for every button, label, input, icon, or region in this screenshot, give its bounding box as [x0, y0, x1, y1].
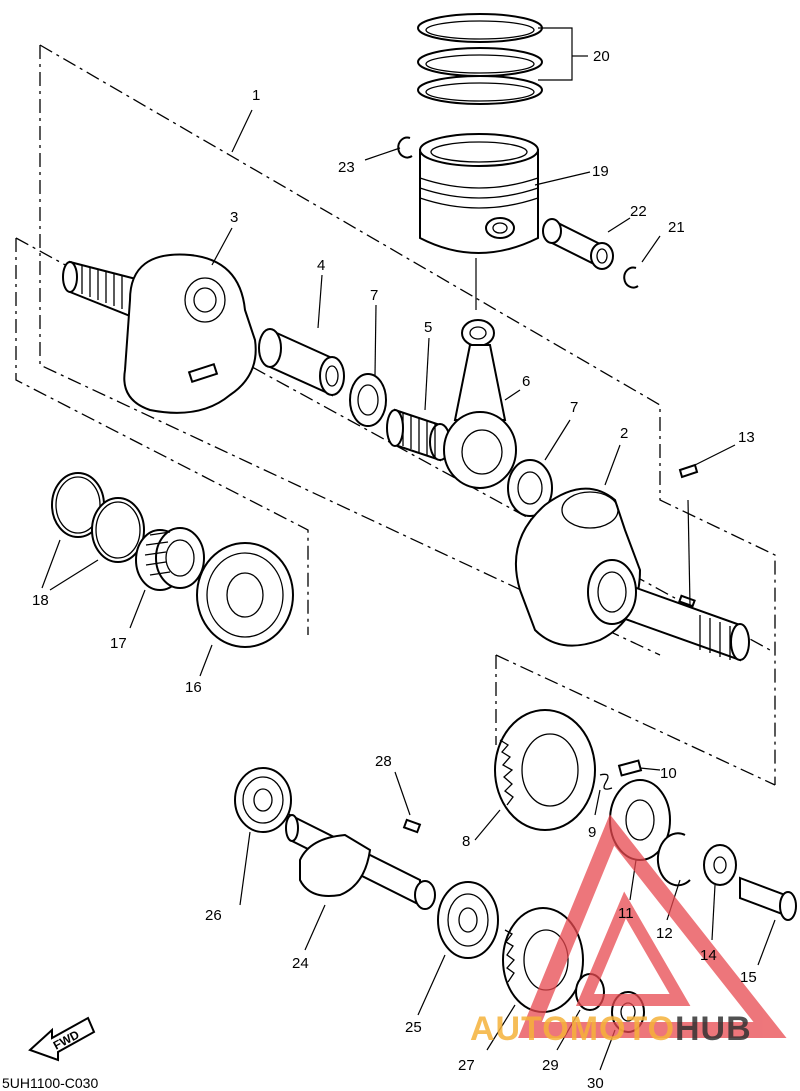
part-label: 16 [185, 679, 202, 696]
watermark-text-part1: AUTOMOTO [470, 1010, 675, 1048]
part-label: 25 [405, 1019, 422, 1036]
piston-rings [417, 13, 543, 105]
part-label: 20 [593, 48, 610, 65]
part-label: 29 [542, 1057, 559, 1074]
crank-pin [258, 328, 345, 397]
watermark-logo [518, 814, 787, 1038]
part-label: 6 [522, 373, 530, 390]
thrust-washer-right [507, 459, 553, 517]
balancer-bearing-left [234, 767, 292, 833]
washer-14 [703, 844, 737, 886]
part-label: 10 [660, 765, 677, 782]
part-label: 30 [587, 1075, 604, 1091]
part-label: 2 [620, 425, 628, 442]
part-label: 14 [700, 947, 717, 964]
balancer-key [402, 818, 422, 834]
part-label: 17 [110, 635, 127, 652]
part-label: 22 [630, 203, 647, 220]
timing-sprocket-plate [494, 709, 596, 831]
connecting-rod [443, 319, 517, 489]
crank-bearing [196, 542, 294, 648]
part-label: 11 [618, 905, 634, 922]
oil-seal [135, 527, 205, 591]
part-label: 1 [252, 87, 260, 104]
bolt [739, 876, 797, 921]
watermark-triangle-outer [518, 814, 787, 1038]
part-label: 7 [370, 287, 378, 304]
crankshaft-right-half [514, 487, 750, 662]
part-label: 27 [458, 1057, 475, 1074]
needle-bearing [386, 408, 451, 462]
part-label: 13 [738, 429, 755, 446]
part-label: 9 [588, 824, 596, 841]
part-label: 23 [338, 159, 355, 176]
leader-lines [41, 27, 776, 1071]
circlip-21 [623, 266, 639, 289]
diagram-code: 5UH1100-C030 [2, 1075, 98, 1091]
watermark-text-part2: HUB [675, 1010, 752, 1048]
part-label: 3 [230, 209, 238, 226]
part-label: 8 [462, 833, 470, 850]
balancer-bearing-right [437, 881, 499, 959]
woodruff-key [678, 463, 699, 479]
plunger [617, 759, 643, 777]
part-label: 18 [32, 592, 49, 609]
thrust-washer-left [349, 373, 387, 427]
piston-pin [542, 218, 614, 270]
part-labels: 1 2 3 4 5 6 7 7 8 9 10 11 12 13 14 15 16… [32, 48, 757, 1091]
part-label: 21 [668, 219, 685, 236]
circlip-23 [397, 136, 413, 159]
spring [599, 773, 613, 790]
part-label: 12 [656, 925, 673, 942]
part-label: 15 [740, 969, 757, 986]
part-label: 5 [424, 319, 432, 336]
part-label: 24 [292, 955, 309, 972]
part-label: 7 [570, 399, 578, 416]
fwd-arrow-icon: FWD [28, 1016, 96, 1062]
part-label: 19 [592, 163, 609, 180]
circlips-bearing [51, 472, 145, 563]
part-label: 4 [317, 257, 325, 274]
part-label: 28 [375, 753, 392, 770]
crankshaft-left-half [62, 253, 257, 414]
piston [419, 133, 539, 254]
circlip-12 [656, 832, 691, 887]
watermark-triangle-inner [575, 891, 691, 1006]
part-label: 26 [205, 907, 222, 924]
balancer-shaft [285, 813, 436, 910]
